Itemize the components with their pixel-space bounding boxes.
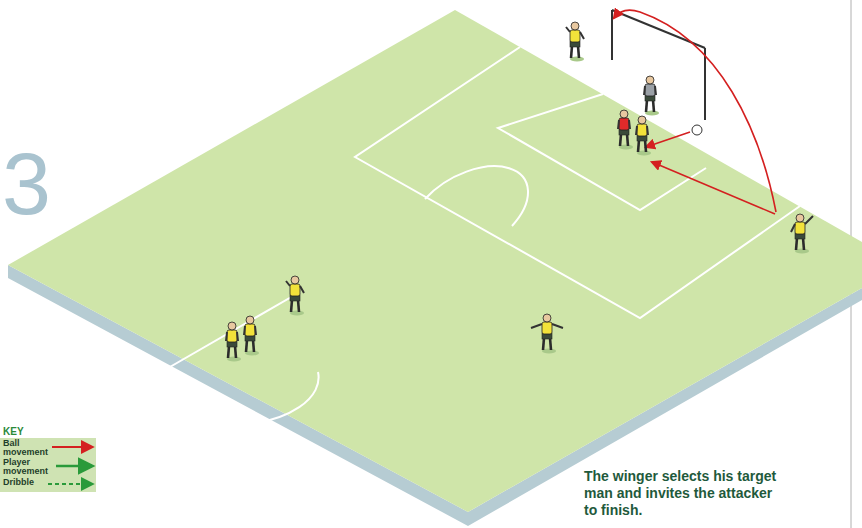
players: [226, 22, 813, 362]
pitch-surface: [8, 10, 862, 512]
caption: The winger selects his target man and in…: [584, 468, 784, 519]
player-figure: [244, 316, 259, 356]
legend-sample-ball: [52, 446, 92, 448]
legend-label: Ball movement: [3, 439, 51, 457]
ball: [692, 125, 702, 135]
pitch-lines: [130, 47, 800, 425]
legend-panel: [0, 438, 96, 492]
player-figure: [644, 76, 659, 116]
player-figure: [791, 214, 813, 254]
legend-label: Player movement: [3, 458, 51, 476]
legend-sample-dribble: [48, 483, 92, 485]
goal: [612, 10, 705, 120]
legend-sample-player: [56, 465, 92, 468]
player-figure: [226, 322, 241, 362]
legend-label: Dribble: [3, 478, 51, 487]
player-figure: [566, 22, 584, 62]
figure-number: 3: [2, 140, 51, 228]
player-figure: [636, 116, 651, 156]
player-figure: [618, 110, 633, 150]
player-figure: [531, 314, 563, 354]
player-figure: [286, 276, 304, 316]
ball-movement: [614, 10, 776, 214]
legend-heading: KEY: [3, 427, 24, 437]
